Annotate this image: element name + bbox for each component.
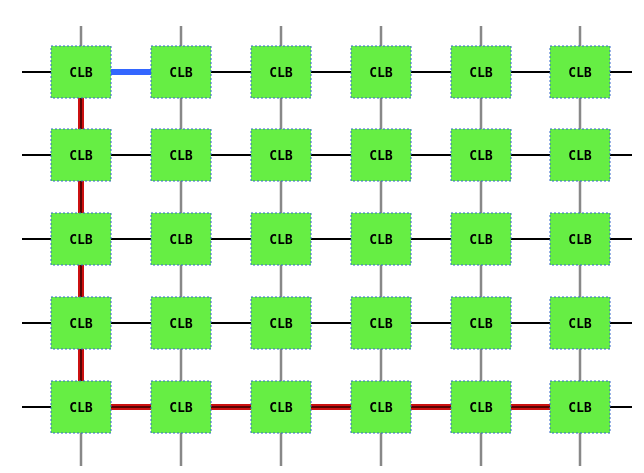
clb-label: CLB bbox=[469, 149, 493, 164]
clb-block[interactable]: CLB bbox=[549, 128, 611, 182]
clb-block[interactable]: CLB bbox=[250, 45, 312, 99]
clb-block-box bbox=[450, 128, 512, 182]
clb-block-box bbox=[50, 212, 112, 266]
clb-block[interactable]: CLB bbox=[50, 128, 112, 182]
clb-block[interactable]: CLB bbox=[450, 296, 512, 350]
clb-label: CLB bbox=[568, 66, 592, 81]
clb-block-box bbox=[150, 380, 212, 434]
clb-label: CLB bbox=[169, 233, 193, 248]
clb-label: CLB bbox=[69, 401, 93, 416]
clb-block[interactable]: CLB bbox=[50, 45, 112, 99]
clb-label: CLB bbox=[69, 149, 93, 164]
clb-block-box bbox=[549, 128, 611, 182]
clb-block-box bbox=[549, 45, 611, 99]
clb-block[interactable]: CLB bbox=[450, 45, 512, 99]
clb-block[interactable]: CLB bbox=[50, 380, 112, 434]
clb-block[interactable]: CLB bbox=[250, 128, 312, 182]
clb-label: CLB bbox=[469, 66, 493, 81]
clb-block-box bbox=[450, 212, 512, 266]
clb-block-box bbox=[50, 45, 112, 99]
clb-label: CLB bbox=[568, 317, 592, 332]
clb-block[interactable]: CLB bbox=[150, 212, 212, 266]
clb-block[interactable]: CLB bbox=[350, 45, 412, 99]
clb-label: CLB bbox=[69, 66, 93, 81]
clb-block-box bbox=[350, 380, 412, 434]
clb-block-box bbox=[250, 380, 312, 434]
clb-block[interactable]: CLB bbox=[549, 212, 611, 266]
clb-label: CLB bbox=[369, 66, 393, 81]
clb-label: CLB bbox=[369, 149, 393, 164]
clb-block[interactable]: CLB bbox=[549, 380, 611, 434]
clb-label: CLB bbox=[568, 233, 592, 248]
clb-block-box bbox=[549, 212, 611, 266]
clb-label: CLB bbox=[269, 149, 293, 164]
clb-block-box bbox=[350, 128, 412, 182]
clb-block[interactable]: CLB bbox=[350, 296, 412, 350]
clb-block-box bbox=[50, 128, 112, 182]
clb-block-box bbox=[250, 296, 312, 350]
clb-block-box bbox=[350, 296, 412, 350]
clb-block[interactable]: CLB bbox=[150, 128, 212, 182]
clb-block[interactable]: CLB bbox=[150, 380, 212, 434]
clb-block-box bbox=[450, 45, 512, 99]
clb-block-box bbox=[549, 296, 611, 350]
clb-label: CLB bbox=[469, 317, 493, 332]
clb-label: CLB bbox=[269, 66, 293, 81]
clb-block[interactable]: CLB bbox=[150, 45, 212, 99]
clb-block[interactable]: CLB bbox=[450, 128, 512, 182]
routing-wires bbox=[22, 26, 632, 466]
clb-block-box bbox=[150, 296, 212, 350]
clb-block-box bbox=[150, 45, 212, 99]
clb-block-box bbox=[250, 128, 312, 182]
clb-block-box bbox=[350, 45, 412, 99]
clb-label: CLB bbox=[269, 317, 293, 332]
clb-label: CLB bbox=[169, 149, 193, 164]
clb-block[interactable]: CLB bbox=[549, 296, 611, 350]
clb-block[interactable]: CLB bbox=[450, 380, 512, 434]
clb-block[interactable]: CLB bbox=[50, 212, 112, 266]
clb-blocks: CLB CLB CLB CLB CLB CLB CLB CLB CLB CLB CLB CLB CLB C… bbox=[50, 45, 611, 434]
clb-label: CLB bbox=[369, 233, 393, 248]
clb-label: CLB bbox=[568, 401, 592, 416]
clb-block-box bbox=[350, 212, 412, 266]
clb-block-box bbox=[450, 380, 512, 434]
clb-label: CLB bbox=[269, 233, 293, 248]
clb-label: CLB bbox=[369, 401, 393, 416]
clb-block[interactable]: CLB bbox=[150, 296, 212, 350]
clb-label: CLB bbox=[269, 401, 293, 416]
clb-block-box bbox=[549, 380, 611, 434]
clb-block[interactable]: CLB bbox=[350, 128, 412, 182]
clb-block-box bbox=[50, 380, 112, 434]
clb-block-box bbox=[450, 296, 512, 350]
clb-block-box bbox=[150, 212, 212, 266]
clb-label: CLB bbox=[69, 233, 93, 248]
clb-label: CLB bbox=[469, 233, 493, 248]
clb-block-box bbox=[250, 45, 312, 99]
clb-label: CLB bbox=[469, 401, 493, 416]
clb-block[interactable]: CLB bbox=[450, 212, 512, 266]
clb-block-box bbox=[50, 296, 112, 350]
clb-block-box bbox=[250, 212, 312, 266]
clb-label: CLB bbox=[568, 149, 592, 164]
clb-label: CLB bbox=[169, 401, 193, 416]
clb-block[interactable]: CLB bbox=[250, 212, 312, 266]
clb-block[interactable]: CLB bbox=[50, 296, 112, 350]
clb-label: CLB bbox=[69, 317, 93, 332]
clb-block[interactable]: CLB bbox=[250, 296, 312, 350]
clb-label: CLB bbox=[169, 66, 193, 81]
clb-block[interactable]: CLB bbox=[350, 380, 412, 434]
clb-label: CLB bbox=[169, 317, 193, 332]
clb-block-box bbox=[150, 128, 212, 182]
clb-block[interactable]: CLB bbox=[250, 380, 312, 434]
clb-block[interactable]: CLB bbox=[350, 212, 412, 266]
clb-block[interactable]: CLB bbox=[549, 45, 611, 99]
clb-label: CLB bbox=[369, 317, 393, 332]
